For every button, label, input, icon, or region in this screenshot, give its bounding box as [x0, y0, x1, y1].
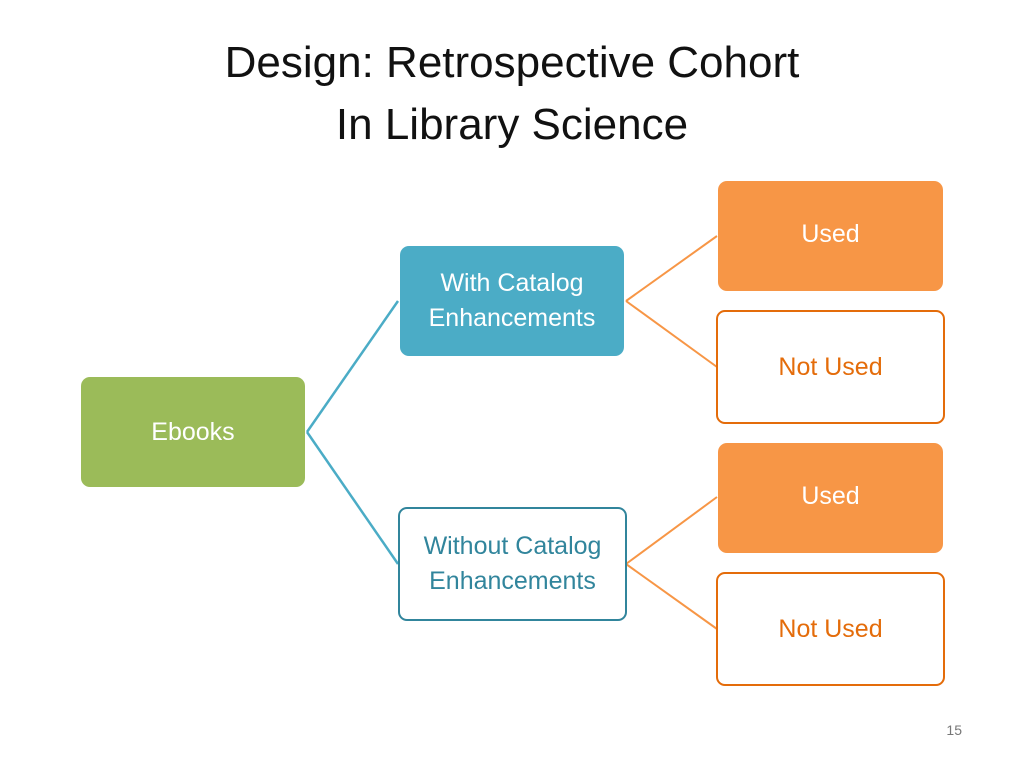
slide-title-line-1: Design: Retrospective Cohort — [224, 38, 800, 87]
node-with-not-used-label: Not Used — [778, 352, 883, 381]
node-with-not-used: Not Used — [716, 310, 945, 424]
connector-with-to-used — [625, 235, 718, 302]
node-without-catalog-enhancements: Without Catalog Enhancements — [398, 507, 627, 621]
slide-title: Design: Retrospective Cohort In Library … — [0, 32, 1024, 156]
node-with-used: Used — [718, 181, 943, 291]
slide-title-line-2: In Library Science — [335, 100, 689, 149]
slide-number: 15 — [946, 722, 962, 738]
connector-root-to-with — [305, 300, 400, 433]
connector-with-to-not-used — [625, 300, 718, 368]
connector-without-to-not-used — [625, 563, 718, 630]
node-ebooks-label: Ebooks — [151, 417, 235, 446]
node-with-catalog-enhancements: With Catalog Enhancements — [400, 246, 624, 356]
node-without-used-label: Used — [801, 482, 860, 510]
node-with-used-label: Used — [801, 220, 860, 248]
node-without-catalog-enhancements-label: Without Catalog Enhancements — [423, 532, 602, 595]
node-ebooks: Ebooks — [81, 377, 305, 487]
node-without-used: Used — [718, 443, 943, 553]
connector-without-to-used — [625, 496, 718, 565]
connector-root-to-without — [305, 431, 400, 565]
node-without-not-used-label: Not Used — [778, 614, 883, 643]
node-without-not-used: Not Used — [716, 572, 945, 686]
node-with-catalog-enhancements-label: With Catalog Enhancements — [428, 269, 596, 332]
